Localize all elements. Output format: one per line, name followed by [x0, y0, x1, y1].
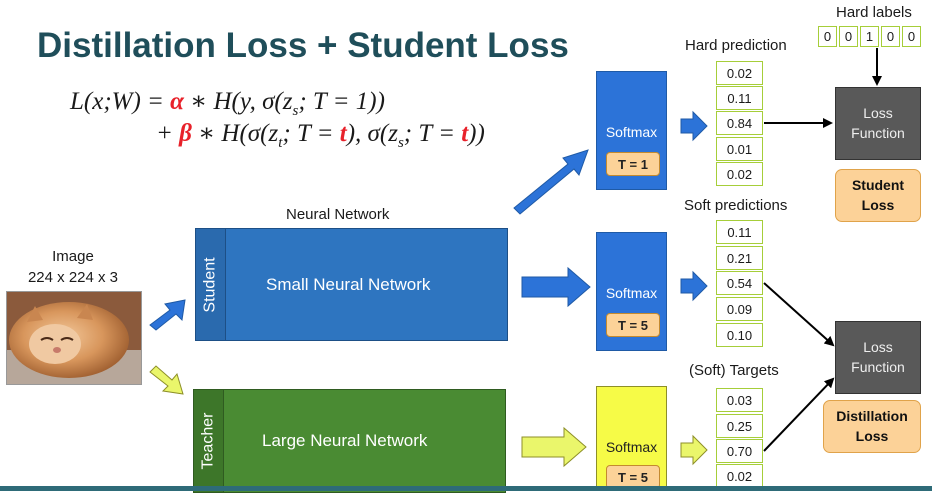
- teacher-network-label: Large Neural Network: [262, 431, 428, 450]
- vector-cell: 0.11: [716, 86, 763, 110]
- temperature-badge: T = 5: [606, 313, 660, 337]
- softmax-block-1: Softmax T = 1: [596, 71, 667, 190]
- arrow-soft-targets-to-loss: [763, 377, 835, 452]
- hard-label-cell: 0: [902, 26, 921, 47]
- arrow-softmax-to-soft-predictions: [680, 270, 708, 302]
- vector-cell: 0.02: [716, 162, 763, 186]
- vector-cell: 0.02: [716, 61, 763, 85]
- soft-predictions-label: Soft predictions: [684, 197, 788, 214]
- student-network-label: Small Neural Network: [266, 274, 431, 294]
- hard-labels-caption: Hard labels: [836, 4, 912, 21]
- student-side-label: Student: [196, 229, 226, 340]
- vector-cell: 0.70: [716, 439, 763, 463]
- arrow-soft-predictions-to-loss: [763, 282, 835, 347]
- loss-formula-line-2: + β ∗ H(σ(zt; T = t), σ(zs; T = t)): [156, 120, 485, 151]
- neural-network-label: Neural Network: [286, 206, 390, 223]
- soft-targets-label: (Soft) Targets: [689, 362, 779, 379]
- cat-image: [6, 291, 142, 385]
- image-label: Image 224 x 224 x 3: [27, 248, 119, 286]
- arrow-softmax-to-soft-targets: [680, 434, 708, 466]
- page-title: Distillation Loss + Student Loss: [37, 26, 569, 65]
- arrow-image-to-teacher: [149, 365, 184, 395]
- arrow-student-to-softmax-t5: [521, 266, 591, 308]
- loss-formula-line-1: L(x;W) = α ∗ H(y, σ(zs; T = 1)): [70, 88, 385, 119]
- vector-cell: 0.03: [716, 388, 763, 412]
- hard-label-cell: 0: [881, 26, 900, 47]
- softmax-block-2: Softmax T = 5: [596, 232, 667, 351]
- vector-cell: 0.01: [716, 137, 763, 161]
- teacher-network: Teacher Large Neural Network: [193, 389, 506, 493]
- beta-symbol: β: [179, 120, 192, 147]
- footer-bar: [0, 486, 932, 491]
- hard-label-cell: 0: [818, 26, 837, 47]
- hard-label-cell: 0: [839, 26, 858, 47]
- arrow-softmax-to-hard-prediction: [680, 110, 708, 142]
- arrow-student-to-softmax-t1: [513, 149, 589, 215]
- student-network: Student Small Neural Network: [195, 228, 508, 341]
- temperature-badge: T = 1: [606, 152, 660, 176]
- vector-cell: 0.25: [716, 414, 763, 438]
- vector-cell: 0.54: [716, 271, 763, 295]
- arrow-teacher-to-softmax-t5: [521, 426, 587, 468]
- hard-label-cell: 1: [860, 26, 879, 47]
- vector-cell: 0.09: [716, 297, 763, 321]
- softmax-block-3: Softmax T = 5: [596, 386, 667, 491]
- vector-cell: 0.11: [716, 220, 763, 244]
- vector-cell: 0.10: [716, 323, 763, 347]
- arrow-image-to-student: [149, 299, 186, 331]
- alpha-symbol: α: [170, 88, 185, 115]
- vector-cell: 0.21: [716, 246, 763, 270]
- vector-cell: 0.84: [716, 111, 763, 135]
- teacher-side-label: Teacher: [194, 390, 224, 492]
- hard-prediction-label: Hard prediction: [685, 37, 787, 54]
